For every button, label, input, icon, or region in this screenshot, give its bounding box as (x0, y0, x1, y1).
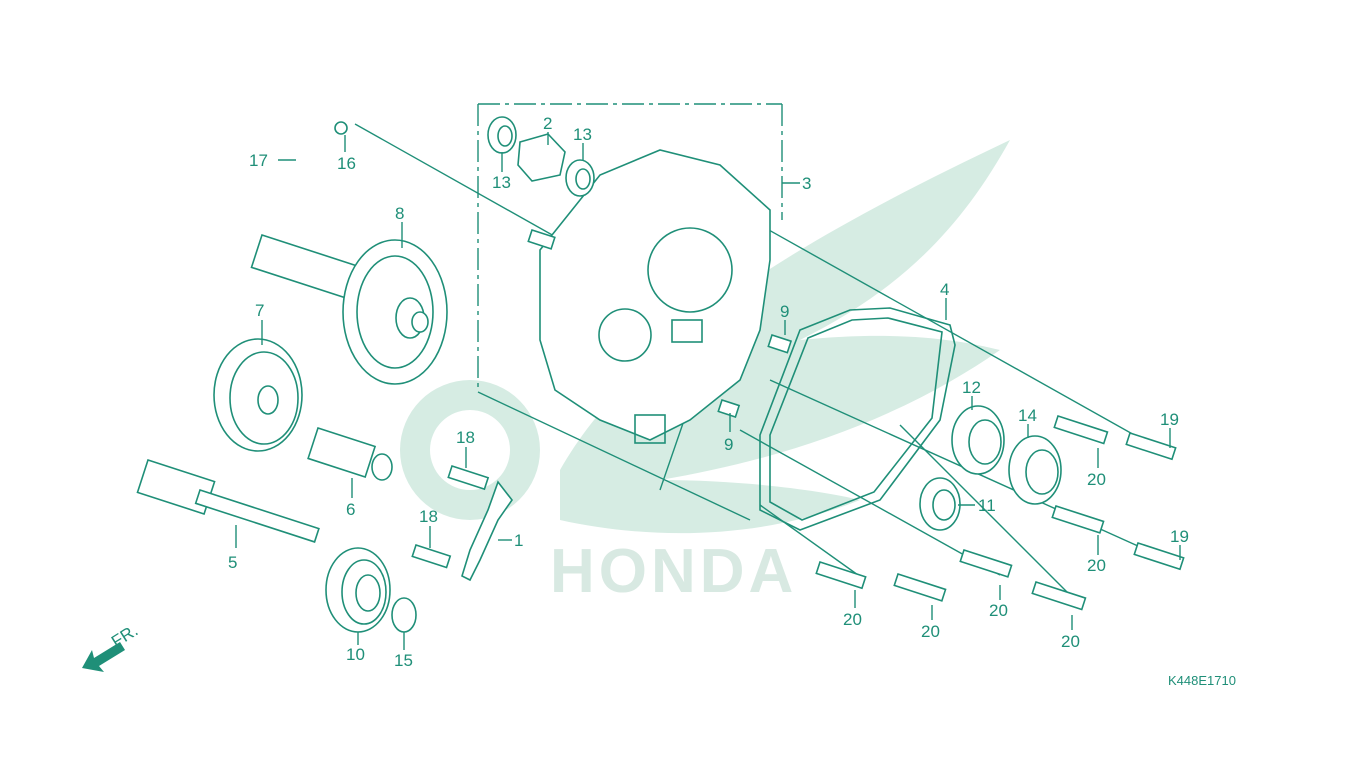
callout-labels: 1 2 3 4 5 6 7 8 9 9 10 11 12 13 13 14 15… (228, 114, 1189, 670)
countershaft-part-8 (250, 233, 448, 385)
callout-5: 5 (228, 553, 237, 572)
callout-20c: 20 (989, 601, 1008, 620)
callout-18a: 18 (456, 428, 475, 447)
callout-11: 11 (978, 496, 996, 515)
callout-6: 6 (346, 500, 355, 519)
callout-8: 8 (395, 204, 404, 223)
callout-20d: 20 (1061, 632, 1080, 651)
collar-part-2 (517, 133, 566, 182)
callout-20f: 20 (921, 622, 940, 641)
transmission-case-part-3 (527, 149, 771, 444)
callout-7: 7 (255, 301, 264, 320)
front-arrow: FR. (82, 621, 141, 672)
front-arrow-icon (82, 642, 125, 672)
callout-19a: 19 (1160, 410, 1179, 429)
bolt-part-20e (815, 560, 867, 590)
gasket-part-4 (759, 307, 956, 531)
honda-watermark: HONDA (400, 140, 1010, 606)
bolt-part-20d (1031, 580, 1087, 611)
hose-part-17 (272, 121, 348, 210)
callout-9a: 9 (780, 302, 789, 321)
final-shaft-part-5 (136, 458, 320, 543)
callout-3: 3 (802, 174, 811, 193)
callout-18b: 18 (419, 507, 438, 526)
bolt-part-20b (1051, 504, 1105, 534)
callout-13a: 13 (492, 173, 511, 192)
dowel-pin-part-9a (767, 333, 793, 354)
dowel-pin-part-9b (717, 398, 741, 418)
bearing-part-10 (325, 547, 391, 633)
oil-seal-part-14 (1008, 435, 1062, 505)
bolt-part-19a (1125, 431, 1177, 461)
callout-16: 16 (337, 154, 356, 173)
bolt-part-20c (959, 548, 1013, 578)
callout-12: 12 (962, 378, 981, 397)
bracket-part-1 (461, 480, 513, 582)
callout-4: 4 (940, 280, 949, 299)
callout-17: 17 (249, 151, 268, 170)
callout-20e: 20 (843, 610, 862, 629)
watermark-text: HONDA (550, 537, 797, 606)
clip-part-16 (334, 121, 348, 135)
case-bracket (477, 103, 800, 392)
callout-20a: 20 (1087, 470, 1106, 489)
gear-part-7 (213, 338, 303, 452)
callout-19b: 19 (1170, 527, 1189, 546)
bolt-part-19b (1133, 541, 1185, 571)
wing-watermark-icon (560, 140, 1010, 534)
bolt-part-18b (411, 543, 452, 569)
bolt-part-20f (893, 572, 947, 602)
callout-13b: 13 (573, 125, 592, 144)
bearing-part-12 (951, 405, 1005, 475)
bearing-part-11 (919, 477, 961, 531)
callout-1: 1 (514, 531, 523, 550)
circlip-part-15 (391, 597, 417, 633)
callout-15: 15 (394, 651, 413, 670)
diagram-code: K448E1710 (1168, 673, 1236, 688)
pinion-part-6 (307, 426, 393, 481)
leader-lines (235, 132, 1181, 650)
bolt-part-18a (447, 464, 490, 491)
callout-20b: 20 (1087, 556, 1106, 575)
callout-10: 10 (346, 645, 365, 664)
callout-2: 2 (543, 114, 552, 133)
callout-14: 14 (1018, 406, 1037, 425)
callout-9b: 9 (724, 435, 733, 454)
bolt-part-20a (1053, 414, 1109, 445)
